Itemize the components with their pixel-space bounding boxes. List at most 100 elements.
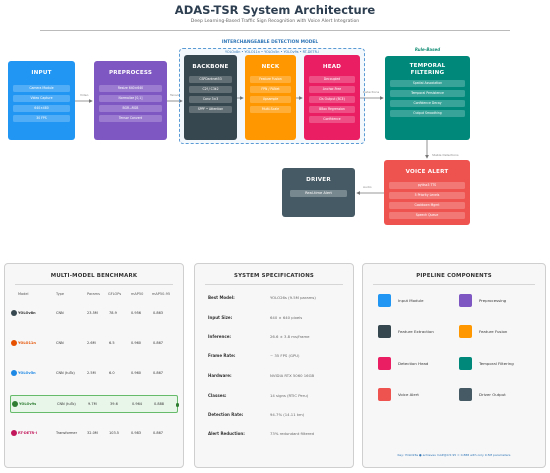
block-item: Confidence (309, 116, 355, 123)
block-item: Anchor-Free (309, 86, 355, 93)
block-item: Cooldown Mgmt (389, 202, 465, 209)
model-gflops: 103.5 (109, 431, 120, 435)
model-type: CNN (tuTo) (56, 371, 75, 375)
block-item: Speech Queue (389, 212, 465, 219)
block-item: Temporal Persistence (390, 90, 465, 97)
block-item: Tensor Convert (99, 115, 162, 122)
model-name: YOLOv9s (19, 402, 37, 406)
legend-swatch (459, 294, 472, 307)
model-color-dot (12, 401, 18, 407)
driver-block: DRIVER Real-time Alert (282, 168, 355, 217)
block-item: CSPDarknet53 (189, 76, 232, 83)
block-item: Output Smoothing (390, 110, 465, 117)
block-item: Spatial Association (390, 80, 465, 87)
block-title: DRIVER (306, 177, 331, 183)
legend-swatch (459, 388, 472, 401)
legend-label: Driver Output (479, 392, 506, 397)
block-item: 5 Priority Levels (389, 192, 465, 199)
legend-swatch (459, 325, 472, 338)
block-item: SPPF • Attention (189, 106, 232, 113)
title-divider (40, 30, 510, 31)
block-item: Feature Fusion (250, 76, 291, 83)
temporal-filtering-block: TEMPORAL FILTERING Spatial Association T… (385, 56, 470, 140)
edge-label-video: Video (80, 93, 89, 97)
benchmark-panel: MULTI-MODEL BENCHMARK (4, 263, 184, 468)
page-title: ADAS-TSR System Architecture (174, 3, 376, 17)
model-map5095: 0.867 (153, 371, 164, 375)
model-name: YOLOv5n (18, 371, 36, 375)
block-item: Camera Module (13, 85, 70, 92)
bench-col-header: GFLOPs (108, 292, 122, 296)
model-params: 32.0M (87, 431, 98, 435)
block-item: Confidence Decay (390, 100, 465, 107)
model-map5095: 0.867 (153, 341, 164, 345)
model-params: 23.5M (87, 311, 98, 315)
legend-label: Voice Alert (398, 392, 419, 397)
model-name: YOLOv8n (18, 311, 36, 315)
block-item: Upsample (250, 96, 291, 103)
legend-label: Feature Fusion (479, 329, 508, 334)
spec-value: YOLO26s (9.5M params) (270, 295, 316, 300)
legend-label: Preprocessing (479, 298, 507, 303)
legend-swatch (378, 388, 391, 401)
spec-value: 73% redundant filtered (270, 431, 315, 436)
model-map50: 0.983 (131, 431, 142, 435)
model-gflops: 39.6 (110, 402, 118, 406)
block-item: Normalize [0,1] (99, 95, 162, 102)
model-map50: 0.964 (132, 402, 143, 406)
input-block: INPUT Camera Module Video Capture 640×48… (8, 61, 75, 140)
spec-key: Hardware: (208, 373, 232, 378)
spec-value: NVIDIA RTX 5060 16GB (270, 373, 315, 378)
block-item: BBox Regression (309, 106, 355, 113)
edge-label-detections: Detections (363, 90, 380, 94)
table-row-best: YOLOv9s CNN (tuTo) 9.7M 39.6 0.964 0.888 (10, 395, 179, 413)
region-models: YOLOv8n • YOLO11n • YOLOv5n • YOLOv9s • … (225, 50, 319, 54)
preprocess-block: PREPROCESS Resize 640×640 Normalize [0,1… (94, 61, 167, 140)
legend-label: Temporal Filtering (479, 361, 514, 366)
pipeline-note: Key: YOLO26s ● achieves mAP@0.5:95 = 0.8… (397, 453, 511, 457)
model-map50: 0.960 (131, 371, 142, 375)
model-color-dot (11, 430, 17, 436)
spec-value: 14 signs (RTIC Peru) (270, 393, 309, 398)
block-title: INPUT (31, 70, 52, 76)
block-title: PREPROCESS (108, 70, 153, 76)
model-map5095: 0.863 (153, 311, 164, 315)
block-item: Decoupled (309, 76, 355, 83)
bench-col-header: mAP50 (131, 292, 144, 296)
spec-value: ~ 35 FPS (GPU) (270, 353, 300, 358)
block-title: HEAD (322, 64, 342, 70)
legend-label: Input Module (398, 298, 424, 303)
head-block: HEAD Decoupled Anchor-Free Cls Output (B… (304, 55, 360, 140)
voice-alert-block: VOICE ALERT pyttsx3 TTS 5 Priority Level… (384, 160, 470, 225)
model-type: CNN (56, 341, 64, 345)
block-item: 30 FPS (13, 115, 70, 122)
edge-label-stable: Stable Detections (432, 153, 459, 157)
best-marker-icon (175, 403, 179, 407)
block-title: TEMPORAL FILTERING (409, 63, 446, 76)
spec-key: Input Size: (208, 315, 233, 320)
model-map5095: 0.867 (153, 431, 164, 435)
region-title: INTERCHANGEABLE DETECTION MODEL (221, 40, 319, 45)
model-gflops: 6.5 (109, 341, 115, 345)
table-row: YOLO11n CNN 2.6M 6.5 0.960 0.867 (10, 335, 178, 353)
bench-col-header: mAP50-95 (152, 292, 171, 296)
spec-key: Best Model: (208, 295, 235, 300)
block-item: FPN / PANet (250, 86, 291, 93)
spec-key: Frame Rate: (208, 353, 236, 358)
block-item: pyttsx3 TTS (389, 182, 465, 189)
model-type: CNN (56, 311, 64, 315)
legend-swatch (378, 294, 391, 307)
model-gflops: 6.0 (109, 371, 115, 375)
model-type: Transformer (56, 431, 78, 435)
block-item: Real-time Alert (290, 190, 347, 197)
legend-swatch (378, 357, 391, 370)
block-item: 640×480 (13, 105, 70, 112)
block-item: Resize 640×640 (99, 85, 162, 92)
pipeline-panel: PIPELINE COMPONENTS (362, 263, 546, 468)
legend-swatch (459, 357, 472, 370)
model-name: RT-DETR-l (18, 431, 37, 435)
spec-key: Detection Rate: (208, 412, 244, 417)
bench-col-header: Type (56, 292, 65, 296)
bench-col-header: Model (18, 292, 29, 296)
block-item: Cls Output (BCE) (309, 96, 355, 103)
